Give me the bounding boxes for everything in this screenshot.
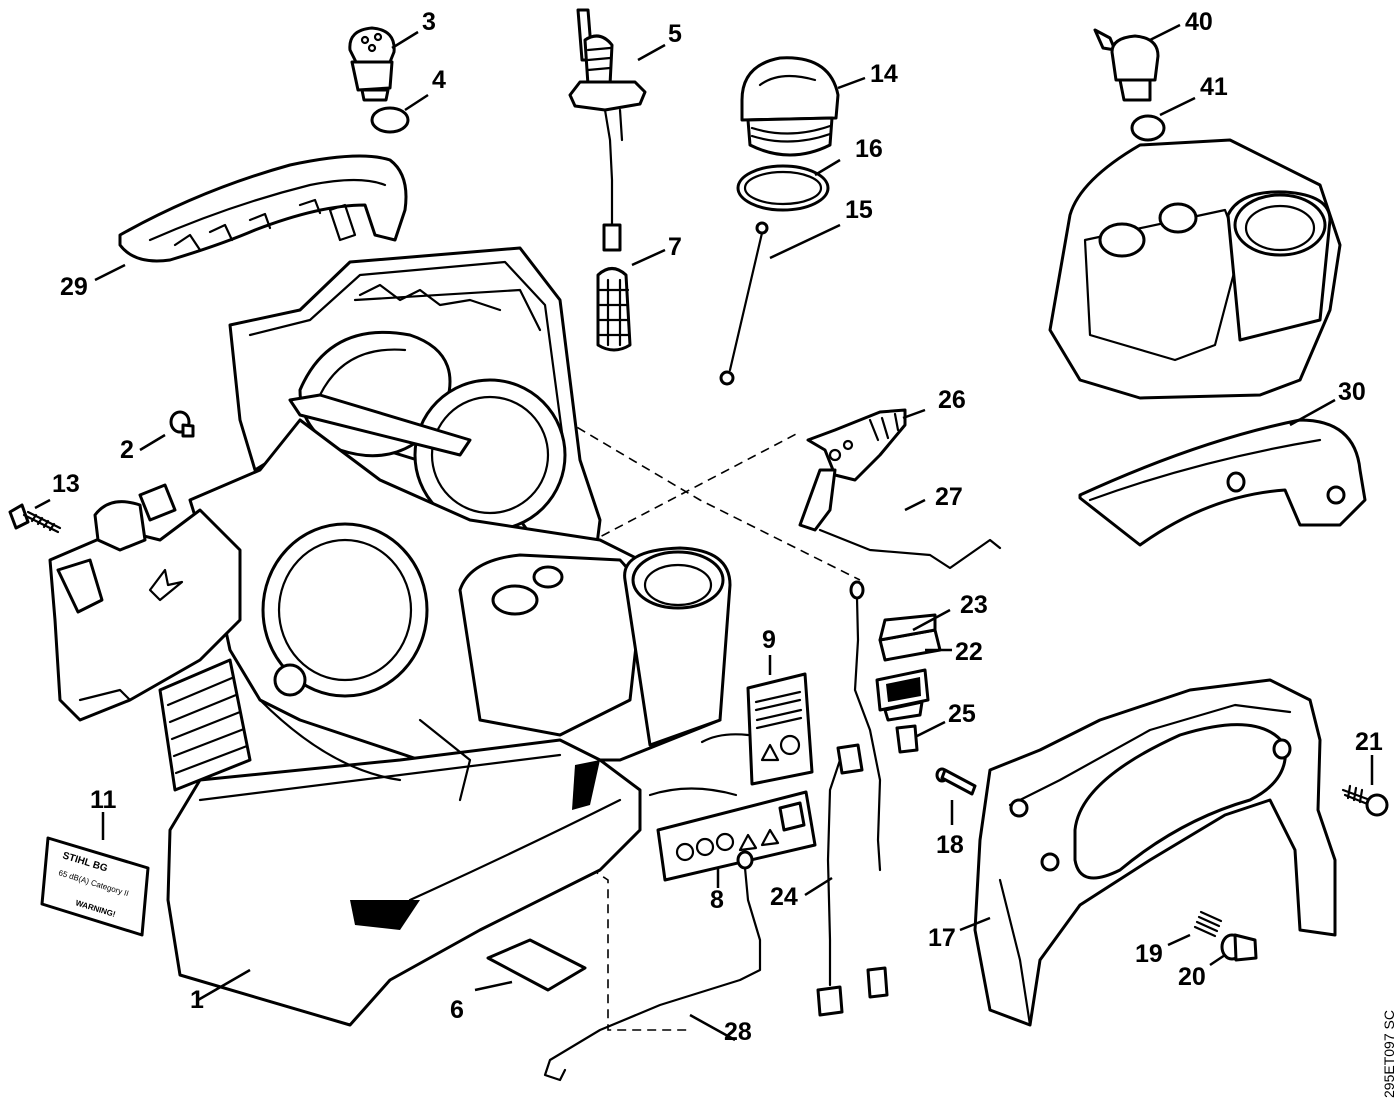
- callout-8: 8: [710, 886, 724, 914]
- label-arrow-9: [700, 733, 750, 744]
- callout-22: 22: [955, 638, 983, 666]
- ground-wire: [543, 850, 762, 1082]
- spring-19: [1193, 910, 1223, 938]
- callout-40: 40: [1185, 8, 1213, 36]
- callout-14: 14: [870, 60, 898, 88]
- plug-part: [348, 26, 396, 102]
- fuel-cap: [740, 56, 840, 157]
- callout-24: 24: [770, 883, 798, 911]
- filter-pad: [486, 938, 587, 992]
- rivet-2: [169, 410, 195, 438]
- throttle-trigger: [798, 408, 907, 532]
- top-handle-cover: [118, 154, 408, 263]
- callout-11: 11: [90, 786, 117, 814]
- cap-20: [1220, 933, 1258, 962]
- callout-28: 28: [724, 1018, 752, 1046]
- leader-lines: [34, 23, 1374, 1042]
- callout-3: 3: [422, 8, 436, 36]
- rear-handle-frame: [973, 678, 1337, 1027]
- callout-17: 17: [928, 924, 956, 952]
- rocker-switch: [875, 668, 930, 722]
- callout-5: 5: [668, 20, 682, 48]
- callout-1: 1: [190, 986, 204, 1014]
- callout-25: 25: [948, 700, 976, 728]
- tank-housing: [1048, 138, 1342, 400]
- callout-4: 4: [432, 66, 446, 94]
- callout-29: 29: [60, 273, 88, 301]
- fitting-valve: [1093, 28, 1160, 102]
- wire-harness-24: [816, 743, 864, 1017]
- callout-23: 23: [960, 591, 988, 619]
- warning-label-9: [746, 672, 814, 786]
- throttle-cable: [818, 528, 1002, 570]
- callout-30: 30: [1338, 378, 1366, 406]
- callout-13: 13: [52, 470, 80, 498]
- callout-41: 41: [1200, 73, 1228, 101]
- callout-18: 18: [936, 831, 964, 859]
- callout-7: 7: [668, 233, 682, 261]
- fuel-filter: [596, 223, 632, 352]
- o-ring-small: [370, 106, 410, 134]
- fuel-hose-grommet: [568, 8, 647, 242]
- fitting-grommet: [1130, 114, 1166, 142]
- callout-21: 21: [1355, 728, 1383, 756]
- switch-bracket: [48, 483, 242, 722]
- screw-13: [8, 503, 62, 534]
- screw-21: [1341, 784, 1389, 817]
- pin-18: [935, 767, 977, 796]
- cap-gasket-inner: [743, 170, 823, 206]
- label-plate-11: STIHL BG 65 dB(A) Category II WARNING!: [40, 836, 150, 937]
- side-cover-shroud: [1078, 418, 1367, 547]
- tank-vent-rod: [719, 221, 769, 386]
- cap-gasket: [736, 164, 830, 212]
- callout-20: 20: [1178, 963, 1206, 991]
- callout-2: 2: [120, 436, 134, 464]
- callout-26: 26: [938, 386, 966, 414]
- drawing-code: 295ET097 SC: [1381, 1010, 1397, 1098]
- callout-19: 19: [1135, 940, 1163, 968]
- callout-27: 27: [935, 483, 963, 511]
- switch-cap: [878, 613, 942, 662]
- warning-label-8: [656, 790, 817, 882]
- callout-16: 16: [855, 135, 883, 163]
- callout-6: 6: [450, 996, 464, 1024]
- callout-9: 9: [762, 626, 776, 654]
- callout-labels: 1 2 3 4 5 6 7 8 9 11 13 14 15 16 17 18 1…: [52, 8, 1383, 1046]
- blower-housing: [158, 246, 732, 1027]
- wire-harness-25: [849, 580, 919, 999]
- callout-15: 15: [845, 196, 873, 224]
- label-arrow-8: [648, 787, 738, 797]
